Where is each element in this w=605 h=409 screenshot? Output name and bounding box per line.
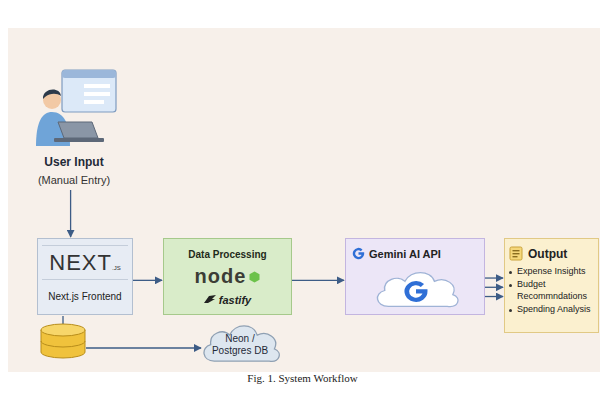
node-title: Gemini AI API bbox=[369, 248, 441, 260]
document-icon bbox=[509, 246, 523, 261]
text-row: Spending Analysis bbox=[509, 304, 594, 315]
flow-arrow bbox=[70, 190, 71, 237]
text-row: Expense Insights bbox=[509, 266, 594, 277]
flow-arrow bbox=[485, 296, 503, 297]
text-row: Gemini AI API bbox=[352, 244, 478, 262]
node-text: (Manual Entry) bbox=[38, 174, 110, 186]
figure-caption: Fig. 1. System Workflow bbox=[0, 372, 605, 384]
text-row: (Manual Entry) bbox=[18, 170, 130, 188]
node-text: Budget Recommndations bbox=[517, 279, 594, 302]
node-hexagon bbox=[249, 271, 260, 283]
db-connector bbox=[86, 347, 201, 348]
text-row: Budget Recommndations bbox=[509, 279, 594, 302]
flow-arrow bbox=[133, 280, 162, 281]
node-title: Output bbox=[528, 247, 567, 261]
flow-arrow bbox=[485, 277, 503, 278]
node-text: node bbox=[195, 265, 247, 287]
flow-arrow bbox=[292, 280, 344, 281]
bullet-dot bbox=[509, 309, 512, 312]
node-title: Data Processing bbox=[188, 249, 266, 260]
text-row: NEXT.JS bbox=[42, 245, 128, 280]
database-cylinder bbox=[41, 324, 85, 358]
db-connector bbox=[62, 316, 63, 324]
user-illustration bbox=[24, 66, 124, 150]
node-text: Expense Insights bbox=[517, 266, 586, 277]
node-title: User Input bbox=[44, 155, 103, 169]
node-text: fastify bbox=[219, 294, 251, 306]
text-row: Data Processing bbox=[168, 244, 287, 262]
text-row: node bbox=[168, 265, 287, 288]
node-text: Next.js Frontend bbox=[48, 291, 121, 302]
text-row: Output bbox=[509, 244, 594, 262]
text-row: User Input bbox=[18, 152, 130, 170]
user-input: User Input (Manual Entry) bbox=[18, 66, 130, 188]
text-row: fastify bbox=[168, 290, 287, 308]
database-cloud: Neon / Postgres DB bbox=[197, 316, 283, 368]
node-title: NEXT bbox=[49, 250, 112, 275]
processing-box: Data Processing node fastify bbox=[163, 238, 292, 315]
node-text: Spending Analysis bbox=[517, 304, 591, 315]
frontend-box: NEXT.JS Next.js Frontend bbox=[37, 238, 133, 315]
text-row: Next.js Frontend bbox=[42, 286, 128, 304]
bullet-dot bbox=[509, 284, 512, 287]
output-box: OutputExpense InsightsBudget Recommndati… bbox=[504, 238, 599, 333]
flow-arrow bbox=[485, 287, 503, 288]
cloud-illustration bbox=[370, 263, 462, 313]
ai-api-box: Gemini AI API bbox=[345, 238, 485, 315]
node-title: Neon / Postgres DB bbox=[209, 333, 271, 356]
fastify-icon bbox=[204, 295, 216, 304]
text-row: Neon / Postgres DB bbox=[201, 333, 279, 356]
node-text: .JS bbox=[112, 265, 121, 271]
gemini-icon bbox=[352, 247, 365, 260]
bullet-dot bbox=[509, 271, 512, 274]
